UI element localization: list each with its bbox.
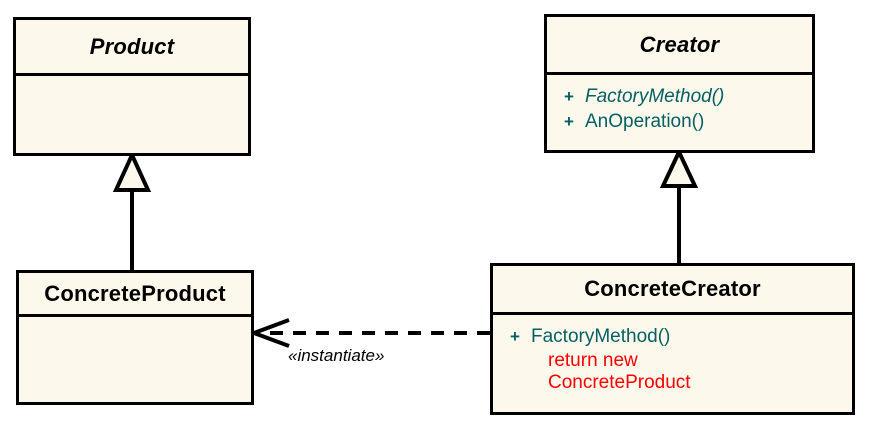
member-visibility: + xyxy=(510,327,520,346)
member-row: + FactoryMethod() xyxy=(493,327,852,347)
class-members-creator: + FactoryMethod() + AnOperation() xyxy=(547,75,812,153)
dependency-open-arrowhead xyxy=(248,318,290,348)
class-box-creator[interactable]: Creator + FactoryMethod() + AnOperation(… xyxy=(544,14,815,153)
generalization-triangle-product xyxy=(112,150,152,192)
class-separator-concreteproduct xyxy=(19,314,251,317)
class-separator-product xyxy=(16,73,248,76)
member-signature: FactoryMethod() xyxy=(585,86,725,107)
method-note-line: ConcreteProduct xyxy=(548,371,691,393)
generalization-concreteproduct-to-product xyxy=(112,150,152,270)
member-row: + AnOperation() xyxy=(547,110,812,132)
class-box-product[interactable]: Product xyxy=(13,17,251,156)
class-title-product: Product xyxy=(89,34,175,59)
generalization-concretecreator-to-creator xyxy=(659,147,699,263)
generalization-triangle-creator xyxy=(659,147,699,188)
class-members-concretecreator: + FactoryMethod() return new ConcretePro… xyxy=(493,315,852,415)
class-box-concretecreator[interactable]: ConcreteCreator + FactoryMethod() return… xyxy=(490,263,855,415)
member-row: + FactoryMethod() xyxy=(547,87,812,107)
class-members-product xyxy=(16,76,248,156)
class-title-concreteproduct: ConcreteProduct xyxy=(44,281,226,306)
member-signature: FactoryMethod() xyxy=(531,326,671,347)
class-separator-creator xyxy=(547,72,812,75)
member-signature: AnOperation() xyxy=(585,110,705,132)
class-separator-concretecreator xyxy=(493,312,852,315)
method-note-line: return new xyxy=(548,349,638,371)
dependency-instantiate xyxy=(248,318,490,348)
stereotype-instantiate-label: «instantiate» xyxy=(288,346,385,365)
member-visibility: + xyxy=(564,111,574,131)
member-visibility: + xyxy=(564,87,574,106)
class-members-concreteproduct xyxy=(19,317,251,405)
class-box-concreteproduct[interactable]: ConcreteProduct xyxy=(16,270,254,405)
class-title-creator: Creator xyxy=(639,32,720,57)
class-title-concretecreator: ConcreteCreator xyxy=(584,276,761,301)
